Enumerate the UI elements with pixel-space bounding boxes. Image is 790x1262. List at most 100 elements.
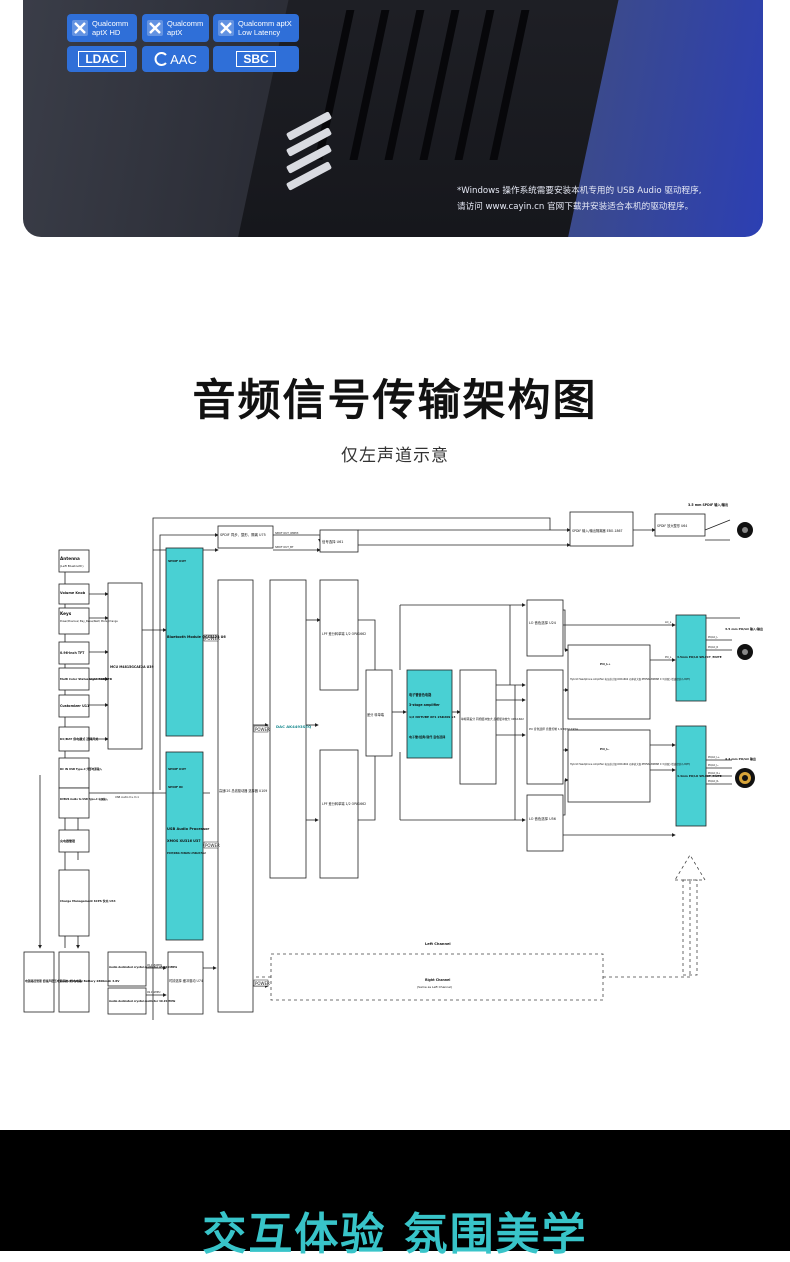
pulse-l-tag: PO/LO_L	[708, 636, 718, 639]
po-upper-label: Hybrid Headphone Amplifier 电压放大级:OPA1662…	[570, 677, 690, 681]
lo-l-tag: LO_L	[665, 620, 672, 624]
usb-audio-line: USB Audio D+ D-1	[115, 795, 139, 799]
spdif-out-label: SPDIF OUT_OMEI3	[275, 531, 299, 535]
po-upper-title: PO_L+	[600, 662, 611, 666]
power-tag-2: POWER	[205, 843, 220, 848]
signal-select-box	[319, 529, 359, 553]
lpf2-box	[319, 749, 359, 879]
pol-lm-tag: PO/LO_L-	[708, 764, 719, 767]
signal-diagram: POWER POWER POWER POWER Antenna (Left Bl…	[23, 502, 763, 1020]
sel35-label: 3.5mm PO/LO SELECT /MUTE	[677, 655, 722, 659]
single-diff-box	[459, 669, 497, 785]
po-upper-box	[567, 644, 651, 720]
signal-select-label: 信号选择 U61	[322, 539, 343, 544]
pol-rp-tag: PO/LO_R+	[708, 772, 720, 775]
jack35-label: 3.5 mm PO/LO 输入/输出	[725, 626, 763, 631]
power-tag-4: POWER	[255, 981, 270, 986]
keys-box	[58, 607, 90, 635]
volume-knob-box	[58, 583, 90, 605]
lpf1-label: LPF 差分转单端 1/2 OPA1662	[322, 631, 366, 636]
antenna-label: Antenna	[60, 556, 80, 561]
jack44-label: 4.4 mm PO/LO 输出	[725, 756, 756, 761]
sel35-box	[675, 614, 707, 702]
qualcomm-x-icon	[72, 20, 88, 36]
tube-select: 电子管/经典/现代 音色选择	[409, 734, 446, 739]
power-mode-label: DC/BAT 供电模式 选择开关	[60, 736, 98, 741]
multicolor-box	[58, 667, 90, 691]
usb-spdif-out: SPDIF OUT	[168, 767, 187, 771]
aac-logo-icon	[154, 52, 167, 66]
clock-box	[167, 951, 204, 1015]
customizer-box	[58, 694, 90, 718]
xtal2-label: Audio dedicated crystal oscillator 49.15…	[109, 999, 176, 1003]
tube-parts: 1/2 NUTUBE 6P1 2SK209 x3	[409, 715, 455, 719]
dac-label: DAC AK4493SEQ	[276, 724, 312, 729]
volume-knob-label: Volume Knob	[60, 591, 86, 595]
antenna-sub: (Left Bluetooth)	[60, 564, 84, 568]
keys-label: Keys	[60, 611, 72, 616]
dac-box	[269, 579, 307, 879]
spdif-io-label: SPDIF 输入/输出隔离器 EBO-1867	[572, 528, 623, 533]
mcu-label: MCU M4815GCAE2A U39	[110, 665, 154, 669]
usb-typec-label: DVBUS Audio to USB Type-C 电源输入	[60, 797, 109, 801]
ldac-badge: LDAC	[67, 46, 137, 72]
xtal2-freq: 49.152MHz	[147, 991, 161, 994]
page-title: 音频信号传输架构图	[192, 376, 598, 426]
xtal1-box	[107, 951, 147, 987]
battery-label: Li-ion Polymer Battery 2800mAh 3.8V	[60, 979, 120, 983]
diff-box	[365, 669, 393, 757]
power-mode-box	[58, 726, 90, 752]
power-tag-3: POWER	[255, 727, 270, 732]
lo-lower-label: LO 音色选择 U56	[529, 816, 556, 821]
pol-rm-tag: PO/LO_R-	[708, 780, 719, 783]
usb-typec-box	[58, 787, 90, 819]
po-lower-label: Hybrid Headphone Amplifier 电压放大级:OPA1662…	[570, 762, 690, 766]
dc-in-label: DC IN USB Type-C 外部电源输入	[60, 767, 102, 771]
keys-sub: Power/Previous/ Play_Pause/Next/ Mode_Ch…	[60, 620, 118, 623]
spdif-io-box	[569, 511, 634, 547]
aac-badge: AAC	[142, 46, 209, 72]
usb-chip-label: XMOS XU316 U37	[167, 839, 201, 843]
customizer-label: Customizer U11	[60, 704, 90, 708]
pm-bottom-box	[23, 951, 55, 1013]
bottom-section	[0, 1130, 790, 1251]
right-channel-sub: (Same as Left Channel)	[417, 985, 452, 989]
tube-stage: 3-stage amplifier	[409, 703, 440, 707]
spdif-amp-box	[654, 513, 706, 537]
lpf1-box	[319, 579, 359, 691]
usb-spdif-in: SPDIF IN	[168, 785, 183, 789]
pol-lp-tag: PO/LO_L+	[708, 756, 720, 759]
lo-lower-box	[526, 794, 564, 852]
bluetooth-box	[165, 547, 204, 737]
sel44-box	[675, 725, 707, 827]
sbc-badge: SBC	[213, 46, 299, 72]
po-lower-box	[567, 729, 651, 803]
multicolor-label: Multi Color Status Light RGB LED	[60, 677, 113, 681]
qualcomm-x-icon	[147, 20, 163, 36]
tube-title: 电子管音色电路	[409, 692, 432, 697]
left-channel-label: Left Channel	[425, 942, 451, 946]
clock-label: 时钟选择 缓冲驱动 U74	[169, 978, 203, 983]
battery-box	[58, 951, 90, 1013]
spdif-sync-label: SPDIF 同步、整形、隔离 U75	[220, 532, 266, 537]
page-subtitle: 仅左声道示意	[341, 446, 449, 466]
i2s-label: 高速I2S 总线驱动器 选择器 U109	[219, 788, 267, 793]
i2s-select-box	[217, 579, 254, 1013]
antenna-box	[58, 549, 90, 573]
right-channel-label: Right Channel	[425, 978, 450, 982]
charge-mgmt-box	[58, 869, 90, 937]
tft-label: 0.96-inch TFT	[60, 651, 85, 655]
bluetooth-label: Bluetooth Module QCC5125 U6	[167, 635, 226, 639]
charge-pm-label: 充电器管理	[60, 838, 75, 843]
spdif-amp-label: SPDIF 放大整形 U64	[657, 523, 687, 528]
qualcomm-x-icon	[218, 20, 234, 36]
spdif-in-label: SPDIF OUT_BT	[275, 545, 294, 549]
xtal2-box	[107, 987, 147, 1015]
po-lower-title: PO_L-	[600, 747, 610, 751]
charge-mgmt-label: Charge Management 6CPS 快充 U44	[60, 899, 116, 903]
spdif-sync-box	[217, 525, 274, 549]
